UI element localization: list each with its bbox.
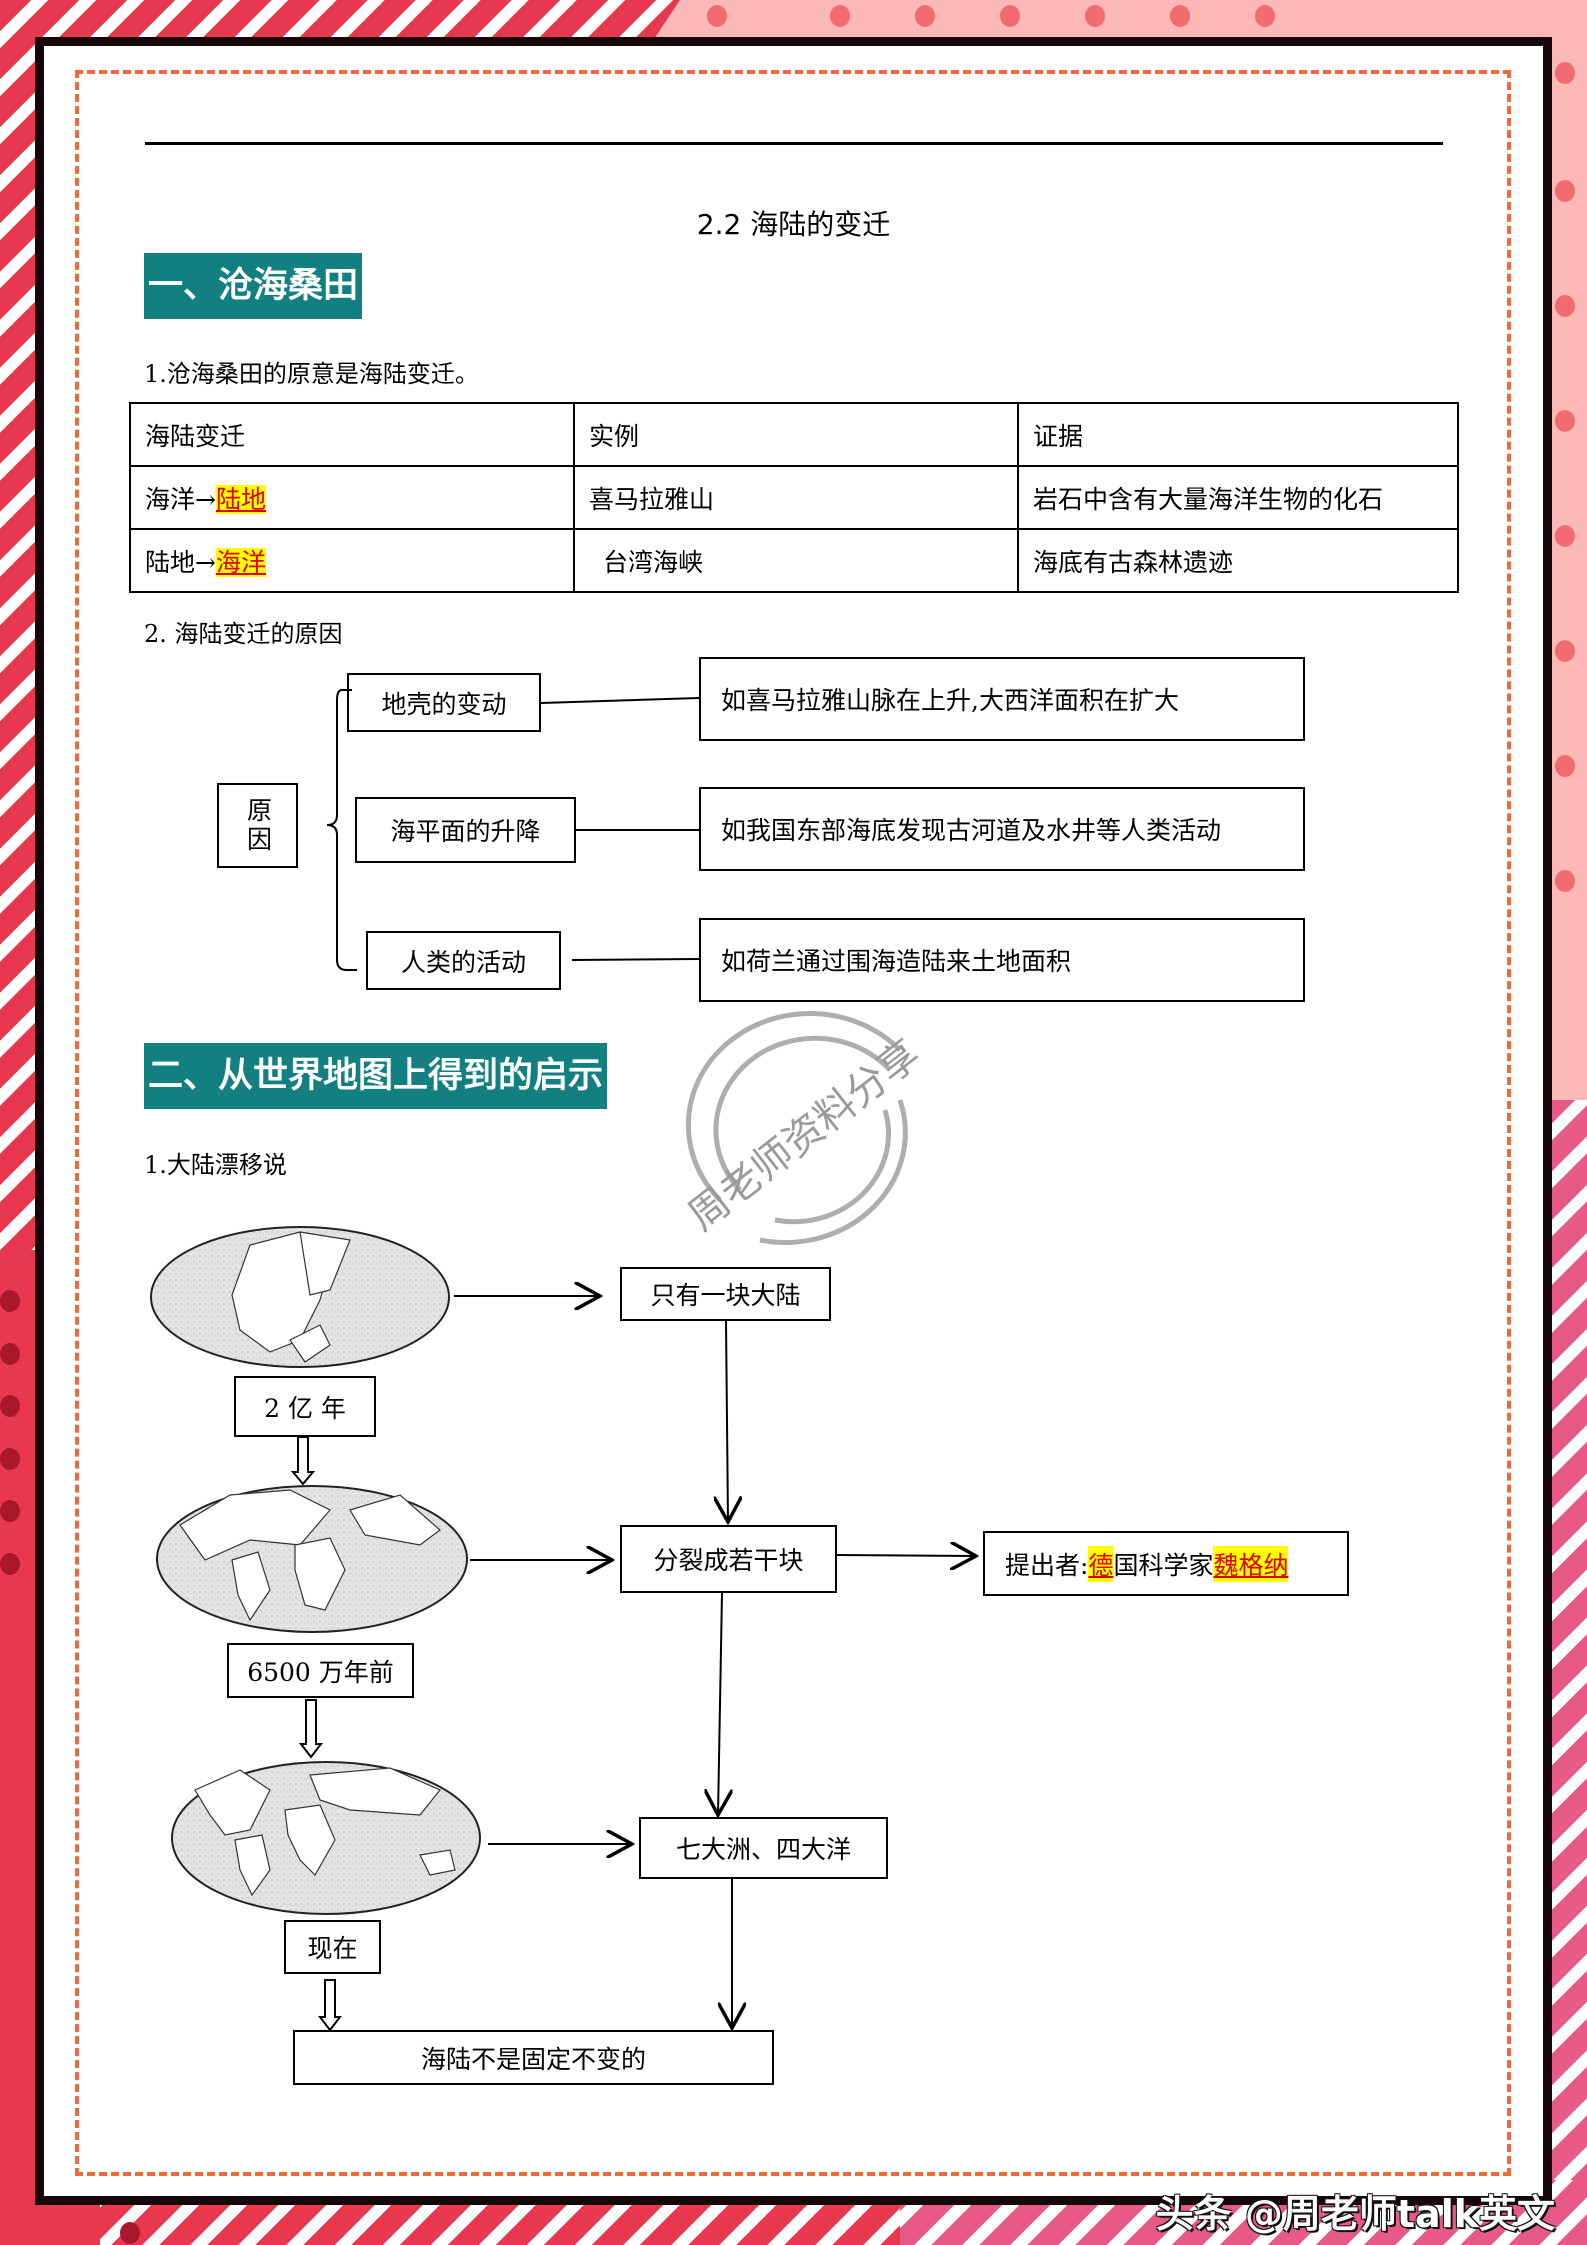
highlight-text: 陆地 (215, 484, 266, 514)
decor-dot (707, 5, 727, 27)
sea-land-change-table: 海陆变迁 实例 证据 海洋→陆地 喜马拉雅山 岩石中含有大量海洋生物的化石 陆地… (129, 402, 1459, 593)
decor-dot (1555, 525, 1575, 547)
cause-example-box: 如喜马拉雅山脉在上升,大西洋面积在扩大 (699, 657, 1305, 741)
header-rule (145, 142, 1443, 145)
decor-dot (1255, 5, 1275, 27)
decor-dot (1555, 870, 1575, 892)
table-row: 海洋→陆地 喜马拉雅山 岩石中含有大量海洋生物的化石 (129, 465, 1459, 530)
table-cell-evidence: 岩石中含有大量海洋生物的化石 (1017, 465, 1459, 530)
section2-subtitle: 1.大陆漂移说 (144, 1151, 287, 1179)
decor-dot (0, 1500, 20, 1522)
decor-dot (1085, 5, 1105, 27)
section1-intro: 1.沧海桑田的原意是海陆变迁。 (144, 360, 479, 388)
table-header-cell: 实例 (573, 402, 1019, 467)
cause-example-box: 如我国东部海底发现古河道及水井等人类活动 (699, 787, 1305, 871)
page-title: 2.2 海陆的变迁 (696, 208, 891, 241)
decor-dot (915, 5, 935, 27)
decor-dot (830, 5, 850, 27)
decor-dot (1555, 295, 1575, 317)
table-row: 陆地→海洋 台湾海峡 海底有古森林遗迹 (129, 528, 1459, 593)
table-cell-evidence: 海底有古森林遗迹 (1017, 528, 1459, 593)
table-header-cell: 海陆变迁 (129, 402, 575, 467)
watermark-stamp-icon: 周老师资料分享 (680, 1011, 929, 1245)
cause-box-human: 人类的活动 (366, 931, 561, 990)
continents-oceans-box: 七大洲、四大洋 (639, 1817, 888, 1879)
cause-box-sea-level: 海平面的升降 (355, 797, 576, 863)
table-cell-example: 喜马拉雅山 (573, 465, 1019, 530)
decor-dot (0, 1553, 20, 1575)
decor-dot (1555, 62, 1575, 84)
cause-example-box: 如荷兰通过围海造陆来土地面积 (699, 918, 1305, 1002)
split-continents-box: 分裂成若干块 (620, 1525, 837, 1593)
decor-dot (1555, 755, 1575, 777)
decor-dot (1555, 410, 1575, 432)
decor-dot (0, 1343, 20, 1365)
highlight-text: 海洋 (215, 547, 266, 577)
section-header-1: 一、沧海桑田 (144, 253, 363, 319)
footer-brand-watermark: 头条 @周老师talk英文 (1155, 2192, 1555, 2236)
highlight-text: 魏格纳 (1213, 1545, 1289, 1582)
highlight-text: 德 (1088, 1545, 1114, 1582)
table-header-cell: 证据 (1017, 402, 1459, 467)
decor-dot (1555, 180, 1575, 202)
causes-root-box: 原因 (217, 783, 298, 868)
decor-dot (1170, 5, 1190, 27)
decor-dot (0, 1290, 20, 1312)
cause-box-crust: 地壳的变动 (347, 673, 541, 732)
conclusion-box: 海陆不是固定不变的 (293, 2030, 774, 2085)
section-header-2: 二、从世界地图上得到的启示 (144, 1043, 608, 1109)
decor-dot (1000, 5, 1020, 27)
decor-dot (120, 2222, 140, 2244)
decor-dot (0, 1448, 20, 1470)
time-label-box: 6500 万年前 (227, 1643, 414, 1698)
table-cell-example: 台湾海峡 (573, 528, 1019, 593)
causes-title: 2. 海陆变迁的原因 (144, 620, 343, 648)
single-continent-box: 只有一块大陆 (620, 1267, 831, 1321)
proposer-box: 提出者:德国科学家魏格纳 (983, 1531, 1349, 1596)
table-cell-change: 海洋→陆地 (129, 465, 575, 530)
table-header-row: 海陆变迁 实例 证据 (129, 402, 1459, 467)
time-label-box: 现在 (284, 1920, 381, 1974)
decor-dot (1555, 640, 1575, 662)
decor-dot (0, 1395, 20, 1417)
time-label-box: 2 亿 年 (234, 1376, 376, 1437)
table-cell-change: 陆地→海洋 (129, 528, 575, 593)
dashed-border (75, 70, 1511, 2176)
